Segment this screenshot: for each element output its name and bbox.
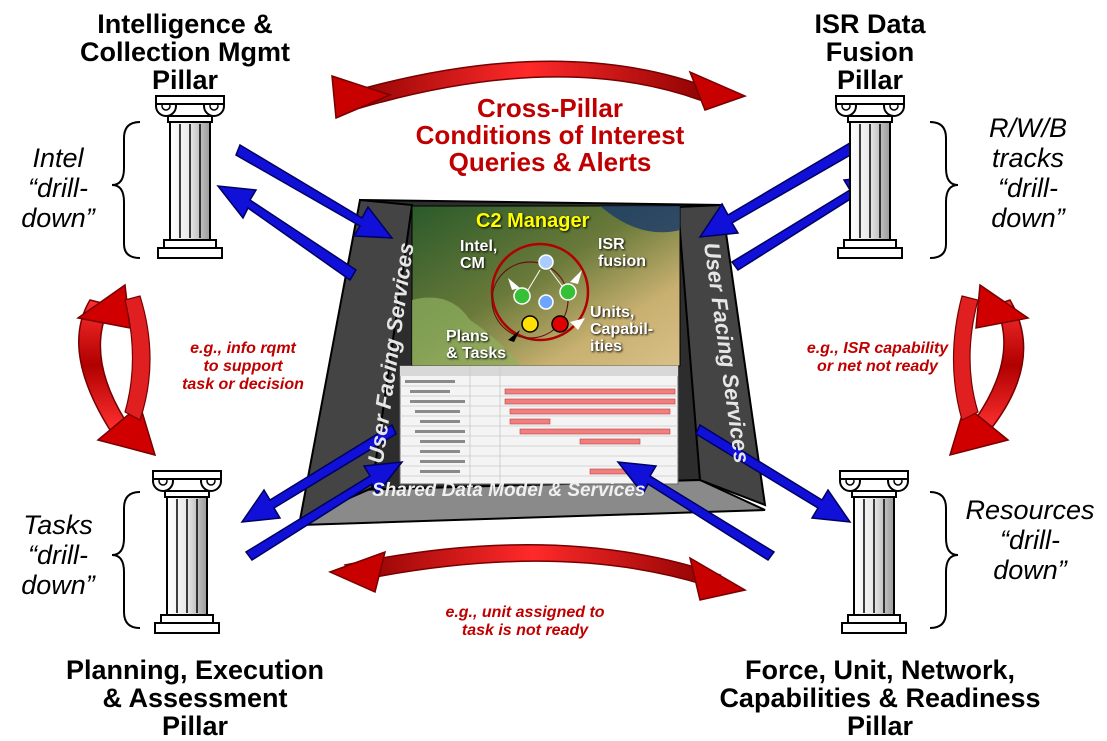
brace-intel	[111, 121, 141, 259]
left-red-arrow	[76, 283, 157, 457]
brace-rwb	[929, 121, 959, 259]
pillar-title-isr-fusion: ISR Data Fusion Pillar	[814, 9, 926, 95]
pillar-title-intel-collection: Intelligence & Collection Mgmt Pillar	[80, 9, 290, 95]
blue-arrows-bottom-left	[240, 423, 404, 562]
shared-data-model-label: Shared Data Model & Services	[372, 480, 646, 501]
brace-resources	[929, 491, 959, 629]
pillar-top-right	[835, 95, 905, 259]
blue-arrows-top-left	[216, 143, 394, 282]
map-label-plans: Plans & Tasks	[446, 328, 507, 362]
bottom-red-arrow	[327, 544, 748, 601]
drilldown-intel: Intel “drill- down”	[21, 143, 95, 233]
top-red-arrow	[331, 60, 748, 120]
example-bottom: e.g., unit assigned to task is not ready	[445, 604, 605, 639]
drilldown-tasks: Tasks “drill- down”	[21, 510, 95, 600]
cross-pillar-label: Cross-Pillar Conditions of Interest Quer…	[415, 93, 685, 177]
c2-manager-map	[411, 205, 681, 367]
drilldown-resources: Resources “drill- down”	[965, 495, 1095, 585]
map-label-isr-fusion: ISR fusion	[598, 236, 646, 270]
example-left: e.g., info rqmt to support task or decis…	[182, 340, 304, 393]
example-right: e.g., ISR capability or net not ready	[806, 340, 949, 375]
map-label-units: Units, Capabil- ities	[590, 304, 654, 355]
pillar-top-left	[155, 95, 225, 259]
pillar-bottom-left	[152, 470, 222, 634]
map-label-intel-cm: Intel, CM	[460, 238, 498, 272]
blue-arrows-bottom-right	[616, 423, 852, 562]
drilldown-rwb: R/W/B tracks “drill- down”	[989, 113, 1067, 233]
pillar-title-planning: Planning, Execution & Assessment Pillar	[65, 655, 325, 741]
right-red-arrow	[948, 283, 1030, 457]
brace-tasks	[111, 491, 141, 629]
pillar-bottom-right	[839, 470, 909, 634]
braces	[111, 121, 959, 629]
pillar-title-force-unit: Force, Unit, Network, Capabilities & Rea…	[719, 655, 1041, 741]
map-title: C2 Manager	[476, 210, 590, 232]
